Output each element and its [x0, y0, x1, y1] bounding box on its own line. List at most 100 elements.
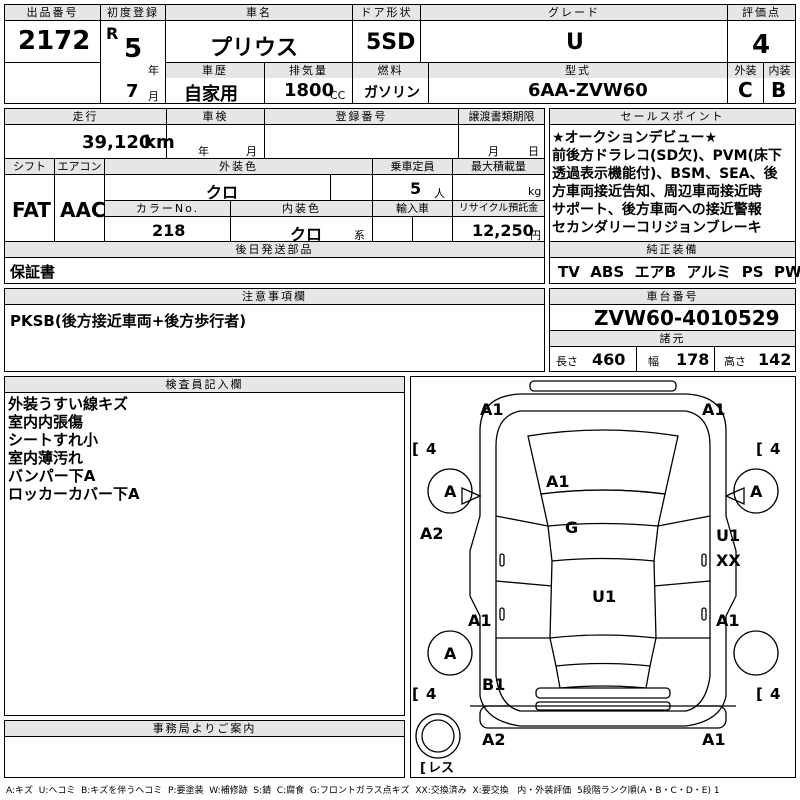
mark-trunk: U1: [592, 587, 616, 606]
lot-no-header: 出品番号: [5, 5, 100, 20]
mileage-header: 走行: [5, 109, 166, 124]
int-score: B: [771, 78, 787, 102]
int-color-unit: 系: [354, 229, 365, 242]
ext-header: 外装: [728, 63, 763, 78]
sales-point-header: セールスポイント: [550, 109, 795, 124]
inspector-note-list: 外装うすい線キズ 室内内張傷 シートすれ小 室内薄汚れ バンパー下A ロッカーカ…: [8, 395, 140, 503]
import-header: 輸入車: [373, 201, 452, 216]
shift: FAT: [12, 198, 51, 222]
aircon: AAC: [60, 198, 106, 222]
transfer-month-unit: 月: [488, 145, 499, 158]
int-color-header: 内装色: [231, 201, 372, 216]
mark-hood: A1: [546, 472, 570, 491]
notes-header: 注意事項欄: [5, 289, 544, 304]
inspection-header: 車検: [167, 109, 264, 124]
tread-rear-right-open: [: [756, 685, 763, 703]
door-header: ドア形状: [353, 5, 420, 20]
office-block: [4, 720, 405, 778]
chassis-no: ZVW60-4010529: [594, 306, 780, 330]
first-reg-header: 初度登録: [101, 5, 165, 20]
max-load-header: 最大積載量: [453, 159, 544, 174]
grade-header: グレード: [421, 5, 727, 20]
tread-rear-left: 4: [426, 685, 436, 703]
transfer-day-unit: 日: [528, 145, 539, 158]
genuine-equipment: TV ABS エアB アルミ PS PW: [558, 263, 800, 281]
color-no-header: カラーNo.: [105, 201, 230, 216]
mileage: 39,120: [82, 132, 152, 153]
transfer-header: 譲渡書類期限: [459, 109, 544, 124]
lot-no: 2172: [18, 26, 91, 56]
ext-color: クロ: [206, 183, 239, 202]
inspector-note: ロッカーカバー下A: [8, 485, 140, 503]
later-parts: 保証書: [10, 263, 56, 281]
fuel-header: 燃料: [353, 63, 428, 78]
sales-point-line: サポート、後方車両への接近警報: [552, 202, 762, 218]
era: R: [106, 24, 119, 43]
score: 4: [752, 30, 771, 60]
length: 460: [592, 350, 626, 369]
recycle-header: リサイクル預託金: [453, 201, 544, 216]
width: 178: [676, 350, 710, 369]
recycle: 12,250: [472, 221, 534, 240]
inspector-note: シートすれ小: [8, 431, 99, 449]
color-no: 218: [152, 221, 186, 240]
height-label: 高さ: [724, 355, 746, 368]
mark-door-right-xx: XX: [716, 551, 741, 570]
grade: U: [566, 30, 584, 55]
mark-door-right-front: U1: [716, 526, 740, 545]
ext-score: C: [738, 78, 753, 102]
sales-point-line: 透過表示機能付)、BSM、SEA、後: [552, 166, 778, 182]
capacity-header: 乗車定員: [373, 159, 452, 174]
mark-front-left: A1: [480, 400, 504, 419]
notes-block: [4, 288, 545, 372]
mark-roof: G: [565, 518, 578, 537]
shift-header: シフト: [5, 159, 54, 174]
insp-month-unit: 月: [246, 145, 257, 158]
mark-tire-front-right: A: [750, 482, 763, 501]
mark-rear-door-left: A1: [468, 611, 492, 630]
displacement-header: 排気量: [265, 63, 352, 78]
sales-point-list: ★オークションデビュー★ 前後方ドラレコ(SD欠)、PVM(床下 透過表示機能付…: [552, 129, 795, 237]
model: 6AA-ZVW60: [528, 80, 648, 101]
specs-header: 諸元: [550, 331, 795, 346]
mark-rear-left: A2: [482, 730, 506, 749]
spare-open: [: [420, 761, 426, 776]
capacity-unit: 人: [434, 187, 445, 200]
tread-front-right: 4: [770, 440, 780, 458]
notes: PKSB(後方接近車両+後方歩行者): [10, 312, 247, 330]
history: 自家用: [184, 84, 238, 105]
tread-front-left-open: [: [412, 440, 419, 458]
fuel: ガソリン: [364, 85, 420, 101]
mark-rear-left-small: B1: [482, 675, 505, 694]
reg-year: 5: [124, 34, 143, 64]
mark-rear-door-right: A1: [716, 611, 740, 630]
displacement: 1800: [284, 80, 335, 101]
sales-point-line: セカンダリーコリジョンブレーキ: [552, 220, 762, 236]
reg-no-header: 登録番号: [265, 109, 458, 124]
tread-front-right-open: [: [756, 440, 763, 458]
vehicle-details-block: [4, 108, 545, 284]
model-header: 型式: [429, 63, 727, 78]
car-damage-diagram: A1 A1 A1 G A2 U1 XX U1 A1 A1 B1 A2 A1 A …: [410, 376, 796, 778]
history-header: 車歴: [166, 63, 264, 78]
inspector-note: 外装うすい線キズ: [8, 395, 129, 413]
height: 142: [758, 350, 792, 369]
inspector-block: [4, 376, 405, 716]
inspector-note: 室内薄汚れ: [8, 449, 84, 467]
mark-front-right: A1: [702, 400, 726, 419]
int-color: クロ: [290, 225, 323, 244]
tread-rear-left-open: [: [412, 685, 419, 703]
mark-rear-right: A1: [702, 730, 726, 749]
km-unit: km: [144, 132, 175, 153]
month-unit: 月: [148, 90, 159, 103]
insp-year-unit: 年: [198, 145, 209, 158]
load-unit: kg: [528, 185, 542, 198]
spare-tire-label: レス: [428, 761, 454, 776]
top-info-block: [4, 4, 796, 104]
recycle-unit: 円: [530, 229, 541, 242]
inspector-header: 検査員記入欄: [5, 377, 404, 392]
reg-month: 7: [126, 81, 139, 102]
cc-unit: CC: [330, 89, 346, 102]
aircon-header: エアコン: [55, 159, 104, 174]
door-type: 5SD: [366, 30, 416, 55]
